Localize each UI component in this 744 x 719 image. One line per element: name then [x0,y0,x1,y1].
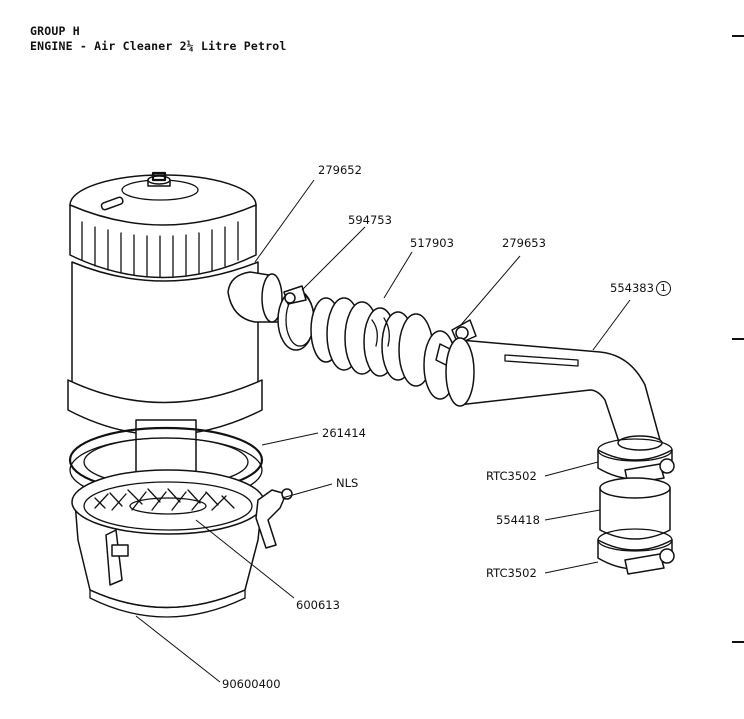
callout-261414: 261414 [322,426,366,440]
elbow-pipe [445,337,663,451]
air-cleaner-body [67,171,283,485]
hose-clip-594753 [277,285,315,351]
hose-clip-rtc3502-lower [597,528,675,575]
callout-594753: 594753 [348,213,392,227]
page-title: ENGINE - Air Cleaner 2¼ Litre Petrol [30,39,287,53]
callout-rtc3502-upper: RTC3502 [486,469,537,483]
callout-279652: 279652 [318,163,362,177]
callout-279653: 279653 [502,236,546,250]
edge-mark [732,338,744,340]
callout-600613: 600613 [296,598,340,612]
edge-mark [732,35,744,37]
bellows-hose [310,297,434,387]
group-heading: GROUP H [30,24,80,38]
callout-554383-note: 1 [655,281,671,296]
leader-lines [135,179,631,683]
callout-rtc3502-lower: RTC3502 [486,566,537,580]
callout-554383-number: 554383 [610,281,654,295]
callout-90600400: 90600400 [222,677,281,691]
callout-nls: NLS [336,476,359,490]
oil-bath [71,469,293,618]
callout-554418: 554418 [496,513,540,527]
edge-mark [732,641,744,643]
callout-517903: 517903 [410,236,454,250]
connector-hose-554418 [599,477,671,540]
